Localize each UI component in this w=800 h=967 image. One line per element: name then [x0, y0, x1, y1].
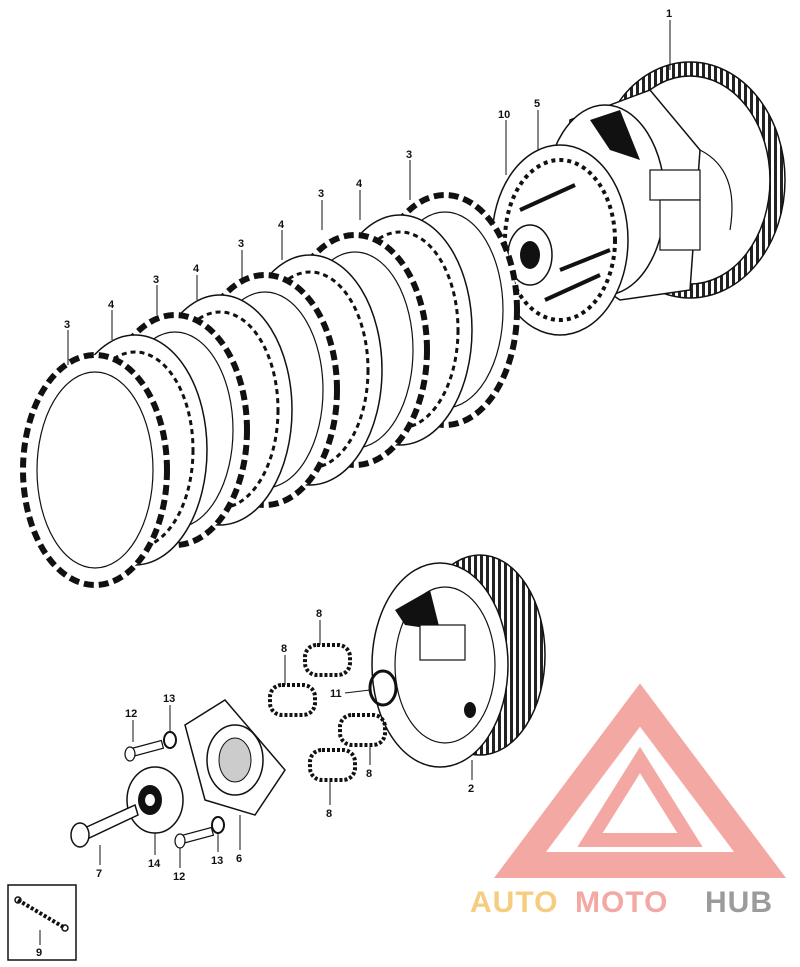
- callout-11: 11: [330, 688, 342, 700]
- callout-8: 8: [281, 643, 287, 655]
- clutch-disc-stack: [20, 192, 520, 588]
- callout-12: 12: [173, 871, 185, 883]
- callout-8: 8: [316, 608, 322, 620]
- clutch-spring: [338, 713, 387, 747]
- automotohub-logo: AUTO MOTO HUB: [470, 683, 786, 919]
- snap-ring: [368, 669, 398, 707]
- logo-word-hub: HUB: [705, 886, 773, 919]
- pressure-plate: [184, 699, 286, 816]
- bolt: [124, 739, 165, 762]
- lifter-rod: [70, 803, 139, 848]
- logo-triangle-inner: [577, 746, 703, 847]
- lifter-bearing: [126, 766, 184, 834]
- clutch-spring: [268, 683, 317, 717]
- callout-14: 14: [148, 858, 161, 870]
- callout-4: 4: [356, 178, 363, 190]
- callout-4: 4: [278, 219, 285, 231]
- callout-9: 9: [36, 947, 42, 959]
- bolt: [174, 826, 215, 849]
- callout-3: 3: [406, 149, 412, 161]
- washer: [211, 816, 225, 834]
- friction-disc: [20, 352, 170, 588]
- callout-3: 3: [64, 319, 70, 331]
- callout-4: 4: [108, 299, 115, 311]
- part-9-inset: [7, 884, 77, 961]
- callout-8: 8: [366, 768, 372, 780]
- callout-5: 5: [534, 98, 540, 110]
- callout-13: 13: [163, 693, 175, 705]
- leader-lines: [39, 20, 671, 945]
- callout-13: 13: [211, 855, 223, 867]
- callout-3: 3: [238, 238, 244, 250]
- callout-7: 7: [96, 868, 102, 880]
- callout-2: 2: [468, 783, 474, 795]
- clutch-spring: [308, 748, 357, 782]
- callout-3: 3: [153, 274, 159, 286]
- callout-4: 4: [193, 263, 200, 275]
- callout-labels: 1 5 10 3 4 3 4 3 4 3 4 3 2 8 8 11 8 8 12…: [36, 8, 672, 959]
- clutch-center: [371, 554, 546, 768]
- callout-3: 3: [318, 188, 324, 200]
- callout-1: 1: [666, 8, 672, 20]
- callout-8: 8: [326, 808, 332, 820]
- callout-12: 12: [125, 708, 137, 720]
- drive-plate: [491, 144, 629, 336]
- logo-word-moto: MOTO: [575, 886, 668, 919]
- logo-triangle-mark: [494, 683, 786, 878]
- clutch-spring: [303, 643, 352, 677]
- callout-6: 6: [236, 853, 242, 865]
- logo-word-auto: AUTO: [470, 886, 558, 919]
- washer: [163, 731, 177, 749]
- callout-10: 10: [498, 109, 510, 121]
